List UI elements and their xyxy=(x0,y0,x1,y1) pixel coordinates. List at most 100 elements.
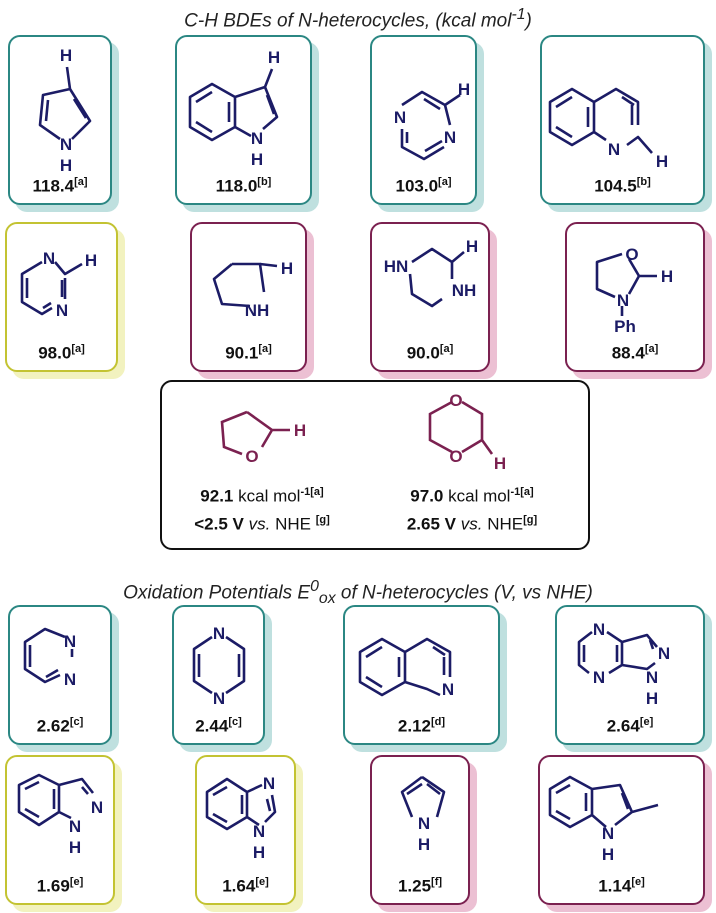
ref: [b] xyxy=(257,176,272,189)
atom-nh: NH xyxy=(245,301,270,320)
bde-label: 104.5[b] xyxy=(542,176,703,197)
thf-bde: 92.1 kcal mol-1[a] xyxy=(162,486,362,507)
ref: [a] xyxy=(258,343,272,356)
oxazolidine-structure: O N H Ph xyxy=(595,245,673,336)
bde-label: 118.4[a] xyxy=(10,176,110,197)
atom-n: N xyxy=(69,817,81,836)
atom-n: N xyxy=(444,128,456,147)
ref: [a] xyxy=(71,343,85,356)
purine-structure: N N N N H xyxy=(577,620,670,708)
bde-value: 118.0 xyxy=(215,177,258,196)
methylindole-ox-card: N H 1.14[e] xyxy=(538,755,705,905)
quinoline-structure: N xyxy=(358,637,454,699)
ox-label: 2.62[c] xyxy=(10,716,110,737)
piperazine-structure: HN NH H xyxy=(384,237,478,308)
pyrrolidine-bde-card: H NH 90.1[a] xyxy=(190,222,307,372)
unit: kcal mol xyxy=(443,486,511,506)
ox-title-pre: Oxidation Potentials E xyxy=(123,582,311,604)
ref: [g] xyxy=(315,514,330,526)
ref: [e] xyxy=(631,876,645,889)
atom-h: H xyxy=(418,835,430,854)
atom-ph: Ph xyxy=(614,317,636,336)
ox-title: Oxidation Potentials E0ox of N-heterocyc… xyxy=(0,578,716,608)
ref: [e] xyxy=(255,876,269,889)
bde-label: 90.0[a] xyxy=(372,343,488,364)
atom-n: N xyxy=(251,129,263,148)
ref: [g] xyxy=(523,514,538,526)
ox-label: 1.14[e] xyxy=(540,876,703,897)
ref: [b] xyxy=(636,176,651,189)
atom-h: H xyxy=(60,46,72,65)
atom-h: H xyxy=(253,843,265,862)
atom-n: N xyxy=(253,822,265,841)
dioxane-potential: 2.65 V vs. NHE[g] xyxy=(372,514,572,535)
benzimidazole-ox-card: N N H 1.64[e] xyxy=(195,755,296,905)
bde-label: 118.0[b] xyxy=(177,176,310,197)
bde-label: 90.1[a] xyxy=(192,343,305,364)
ox-label: 1.64[e] xyxy=(197,876,294,897)
atom-n: N xyxy=(442,680,454,699)
value: <2.5 V xyxy=(194,514,244,534)
quinoline-ox-card: N 2.12[d] xyxy=(343,605,500,745)
ox-value: 2.62 xyxy=(36,717,70,736)
atom-h: H xyxy=(294,421,306,440)
methylindole-structure: N H xyxy=(548,775,659,864)
atom-o: O xyxy=(625,245,638,264)
atom-h: H xyxy=(281,259,293,278)
atom-n: N xyxy=(617,291,629,310)
pyrazine-structure: N N H xyxy=(394,80,470,161)
nhe: NHE xyxy=(270,514,316,534)
pyrazine-ox-card: N N 2.44[c] xyxy=(172,605,265,745)
atom-n: N xyxy=(213,624,225,643)
ref: [a] xyxy=(74,176,88,189)
atom-n: N xyxy=(394,108,406,127)
pyrrolidine-structure: H NH xyxy=(212,259,293,320)
atom-o: O xyxy=(449,391,462,410)
pyrrole-structure: N H xyxy=(400,775,446,854)
ref: [d] xyxy=(431,716,446,729)
unit-sup: -1 xyxy=(300,486,311,498)
purine-ox-card: N N N N H 2.64[e] xyxy=(555,605,705,745)
ox-title-sub: ox xyxy=(318,590,336,608)
ox-label: 2.44[c] xyxy=(174,716,263,737)
bde-label: 88.4[a] xyxy=(567,343,703,364)
atom-h: H xyxy=(458,80,470,99)
pyrazine-bde-card: N N H 103.0[a] xyxy=(370,35,477,205)
oxazolidine-bde-card: O N H Ph 88.4[a] xyxy=(565,222,705,372)
ether-structures: O H O O H xyxy=(220,391,506,473)
ox-value: 2.64 xyxy=(606,717,640,736)
atom-h: H xyxy=(656,152,668,171)
ref: [a] xyxy=(644,343,659,356)
ref: [c] xyxy=(228,716,242,729)
atom-n: N xyxy=(418,814,430,833)
ox-title-sup: 0 xyxy=(310,578,319,595)
pyrimidine-structure: N N H xyxy=(20,249,97,320)
atom-n: N xyxy=(593,668,605,687)
ox-label: 1.69[e] xyxy=(7,876,113,897)
atom-h: H xyxy=(251,150,263,169)
ox-value: 1.14 xyxy=(598,877,632,896)
ox-value: 1.69 xyxy=(36,877,70,896)
value: 97.0 xyxy=(410,486,444,506)
unit: kcal mol xyxy=(233,486,301,506)
pyrimidine-ox-card: N N 2.62[c] xyxy=(8,605,112,745)
ref: [e] xyxy=(69,876,84,889)
pyrrole-structure: H N H xyxy=(38,46,92,175)
atom-n: N xyxy=(263,774,275,793)
ox-title-post: of N-heterocycles (V, vs NHE) xyxy=(335,582,593,604)
bde-value: 103.0 xyxy=(395,177,439,196)
atom-h: H xyxy=(60,156,72,175)
indazole-ox-card: N N H 1.69[e] xyxy=(5,755,115,905)
atom-n: N xyxy=(43,249,55,268)
value: 2.65 V xyxy=(406,514,456,534)
bde-title-end: ) xyxy=(525,10,532,32)
atom-n: N xyxy=(91,798,103,817)
atom-n: N xyxy=(646,668,658,687)
quinoline-structure: N H xyxy=(548,87,668,171)
pyrrole-bde-card: H N H 118.4[a] xyxy=(8,35,112,205)
bde-title-sup: -1 xyxy=(511,6,526,23)
pyrimidine-structure: N N xyxy=(23,627,76,689)
unit-sup: -1 xyxy=(510,486,521,498)
pyrimidine-bde-card: N N H 98.0[a] xyxy=(5,222,118,372)
